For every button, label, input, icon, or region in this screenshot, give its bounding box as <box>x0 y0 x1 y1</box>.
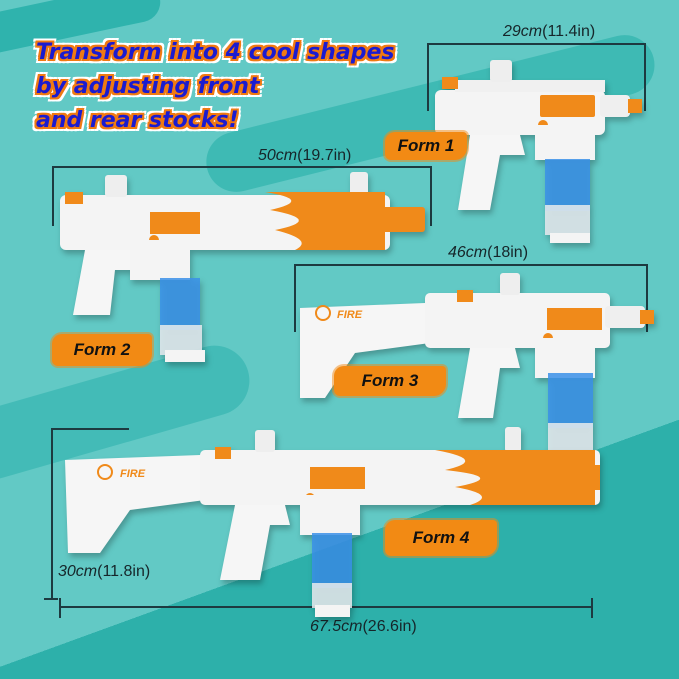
headline-line: by adjusting front <box>36 74 260 99</box>
form3-tag: Form 3 <box>334 366 446 396</box>
form4-height-tick <box>44 598 58 600</box>
form2-length-cm: 50cm <box>258 147 298 164</box>
form4-length-ticks <box>59 598 593 618</box>
form1-length-label: 29cm(11.4in) <box>503 23 595 41</box>
form3-length-label: 46cm(18in) <box>448 244 528 262</box>
form1-length-in: (11.4in) <box>542 23 596 40</box>
form3-length-cm: 46cm <box>448 244 488 261</box>
form4-height-cm: 30cm <box>58 563 98 580</box>
form4-blaster-image: FIRE <box>65 427 600 617</box>
form2-length-in: (19.7in) <box>297 147 352 164</box>
form3-length-in: (18in) <box>487 244 529 261</box>
form2-tag: Form 2 <box>52 334 152 366</box>
form1-length-dimension-line <box>427 43 646 111</box>
form4-height-label: 30cm(11.8in) <box>58 563 150 581</box>
form3-blaster-image: FIRE <box>300 273 654 453</box>
form1-length-cm: 29cm <box>503 23 543 40</box>
headline-line: and rear stocks! <box>36 108 239 133</box>
form2-length-label: 50cm(19.7in) <box>258 147 351 165</box>
form4-length-in: (26.6in) <box>362 618 417 635</box>
headline-line: Transform into 4 cool shapes <box>36 40 395 65</box>
form4-length-label: 67.5cm(26.6in) <box>310 618 417 636</box>
form3-brand-logo: FIRE <box>337 309 363 321</box>
form3-length-dimension-line <box>294 264 648 332</box>
form4-length-cm: 67.5cm <box>310 618 363 635</box>
form2-length-dimension-line <box>52 166 432 226</box>
headline: Transform into 4 cool shapes by adjustin… <box>36 36 394 138</box>
form1-blaster-image <box>435 60 642 243</box>
form4-tag: Form 4 <box>385 520 497 556</box>
form1-tag: Form 1 <box>385 132 467 160</box>
form2-blaster-image <box>60 172 425 362</box>
form4-height-dimension-line <box>51 428 129 600</box>
form4-height-in: (11.8in) <box>97 563 151 580</box>
form4-brand-logo: FIRE <box>120 468 146 480</box>
